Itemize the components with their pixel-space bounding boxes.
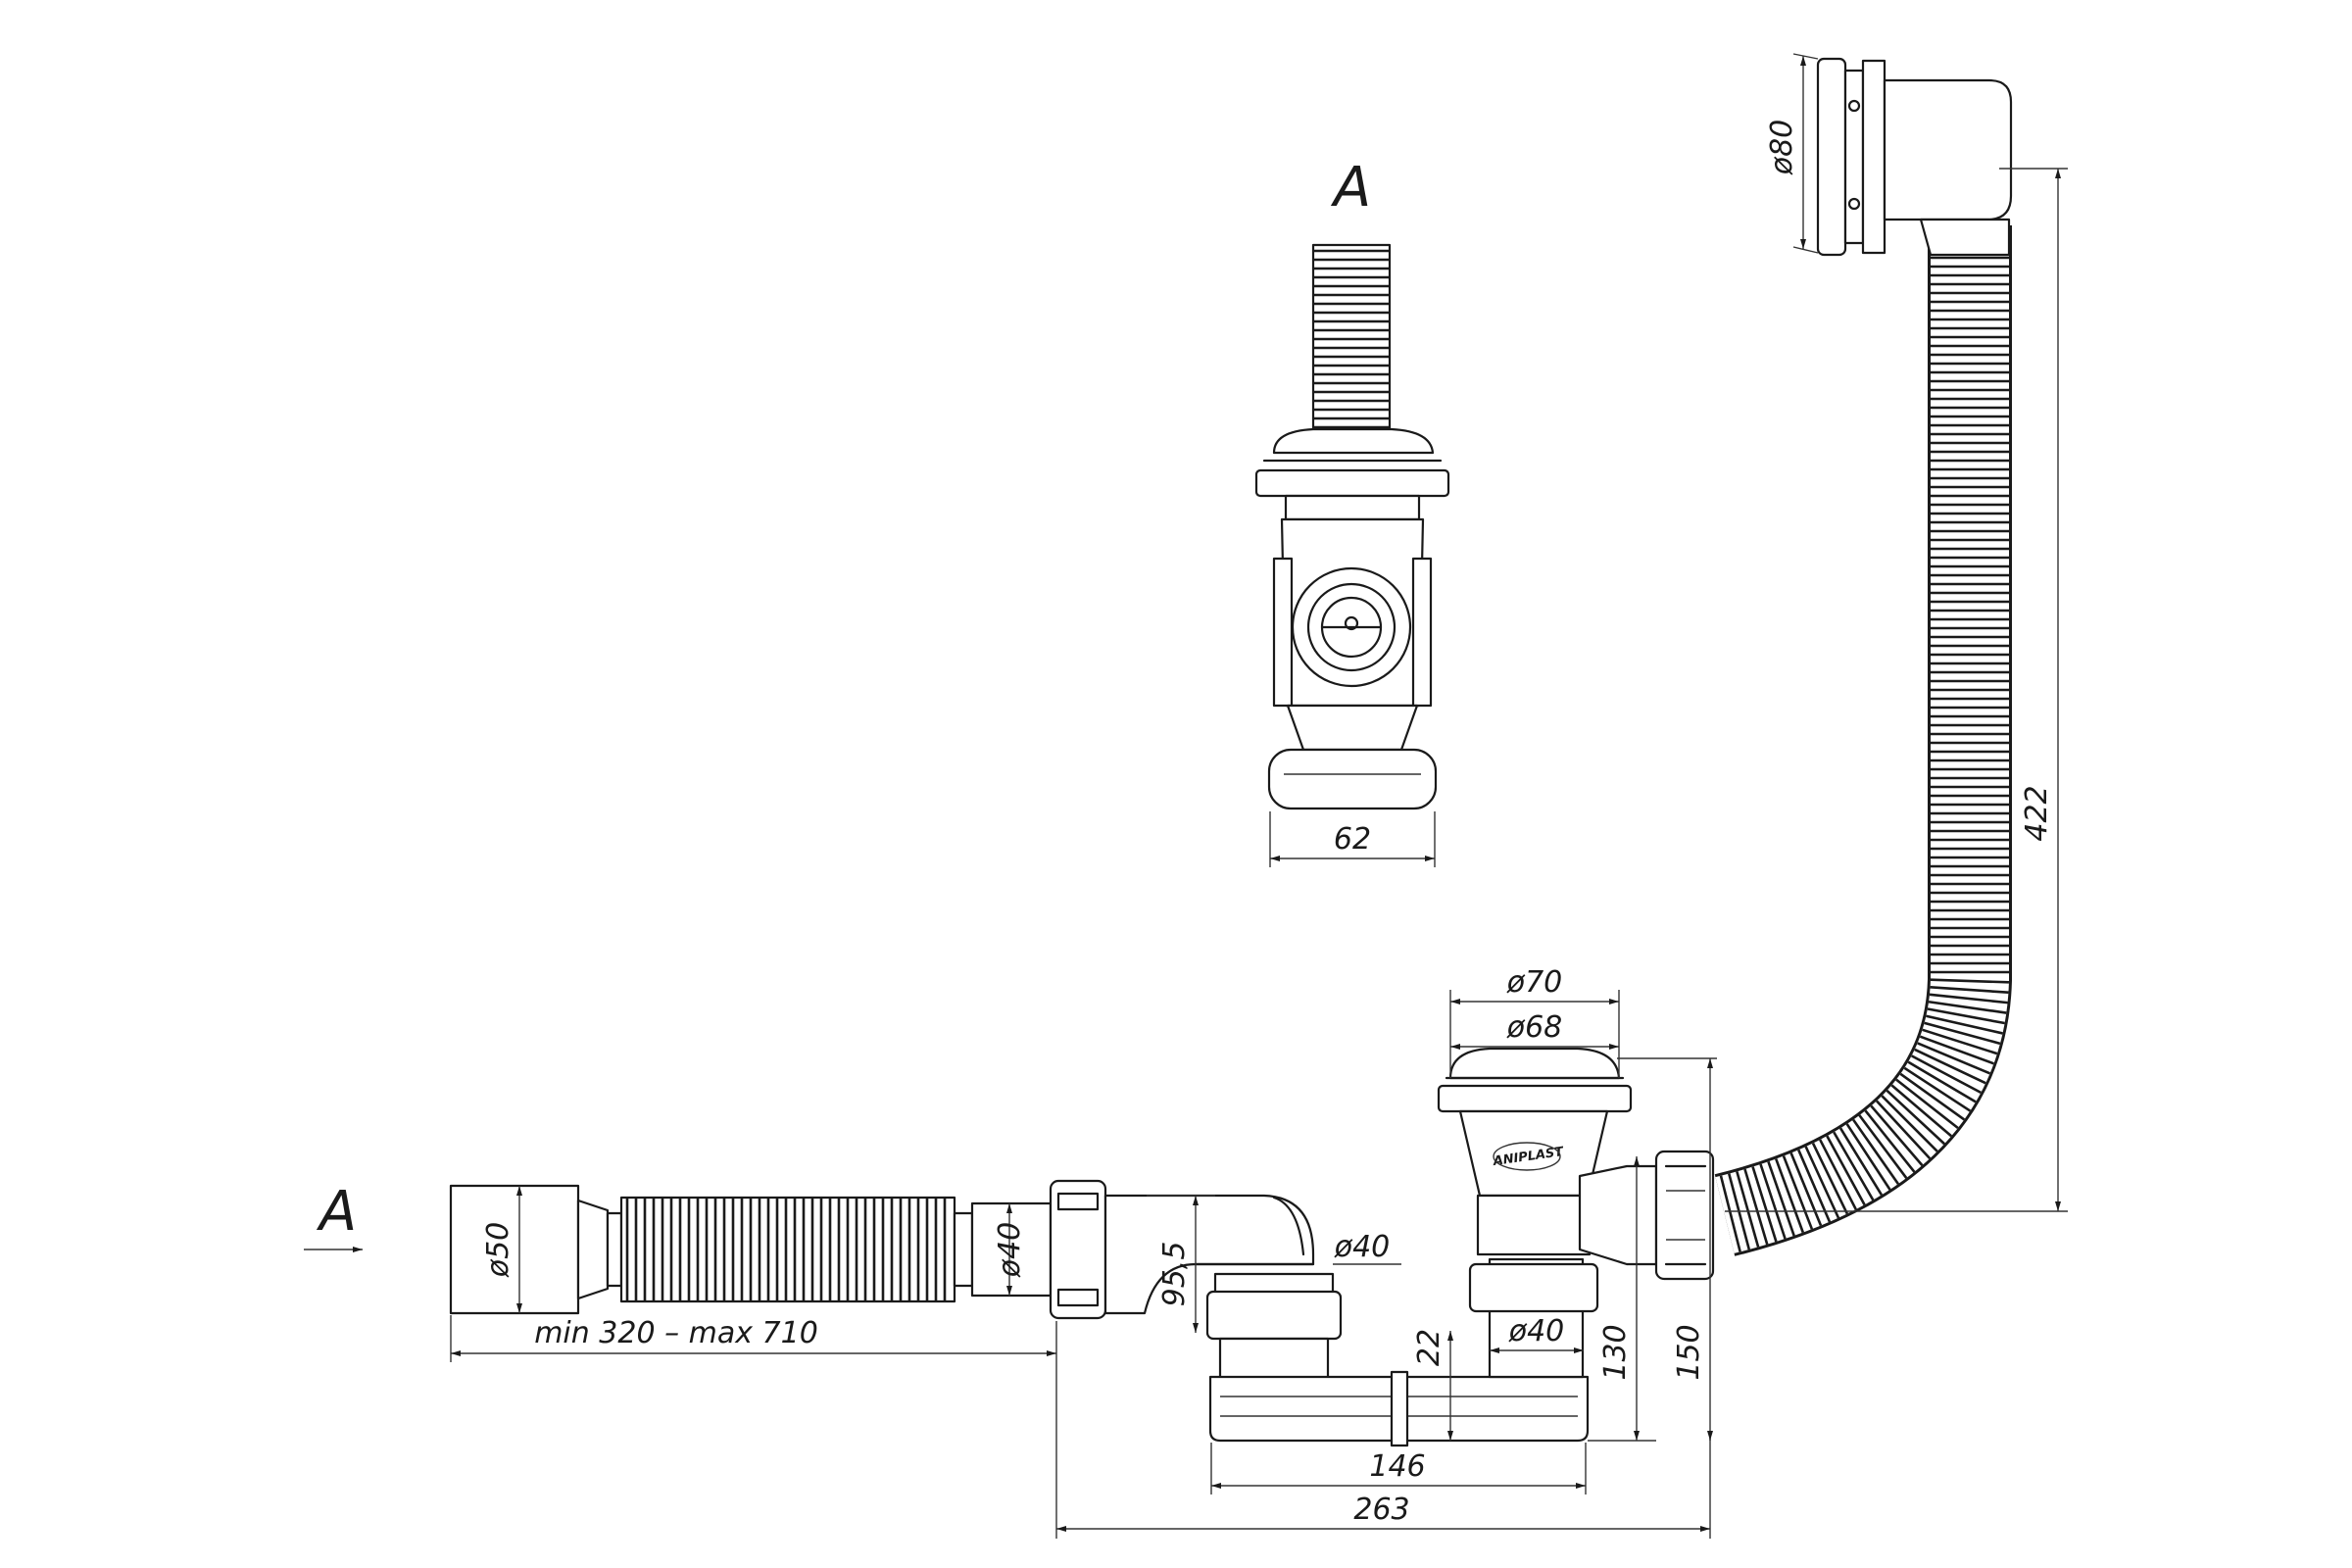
dim-d40-bottom-label: ø40 — [1508, 1314, 1565, 1348]
dim-d40-top-label: ø40 — [1334, 1230, 1391, 1264]
hose-rib — [1924, 1021, 2001, 1046]
dim-150-label: 150 — [1672, 1324, 1706, 1380]
hose-rib — [1819, 1139, 1857, 1210]
hose-rib — [1826, 1135, 1866, 1206]
dim-d70-label: ø70 — [1506, 965, 1563, 1000]
view-a-drawing: 62 — [1254, 243, 1450, 867]
dim-d80-label: ø80 — [1765, 120, 1799, 176]
hose-rib — [1838, 1127, 1884, 1196]
hose-rib — [1775, 1158, 1805, 1234]
hose-rib — [1895, 1078, 1959, 1130]
hose-rib — [1890, 1084, 1952, 1138]
hose-rib — [1852, 1118, 1900, 1185]
siphon-trap: ø40 ø40 95,5 22 146 263 — [1055, 1195, 1711, 1539]
hose-rib — [1875, 1100, 1932, 1160]
hose-rib — [1927, 1007, 2005, 1025]
hose-rib — [1914, 1048, 1986, 1085]
hose-rib — [1903, 1066, 1972, 1112]
hose-rib — [1736, 1171, 1760, 1248]
hose-rib — [1917, 1042, 1991, 1075]
hose-rib — [1845, 1123, 1891, 1191]
dim-263-label: 263 — [1353, 1493, 1409, 1527]
hose-rib — [1858, 1114, 1908, 1179]
outlet-pipe-assembly: A ø50 ø40 min 320 – max 710 — [304, 1179, 1315, 1362]
hose-rib — [1870, 1104, 1924, 1166]
hose-rib — [1919, 1035, 1994, 1065]
dim-62-label: 62 — [1334, 822, 1371, 857]
hose-rib — [1743, 1168, 1769, 1246]
dim-d50-label: ø50 — [481, 1222, 515, 1279]
dim-422-label: 422 — [2020, 785, 2054, 841]
dim-146-label: 146 — [1369, 1449, 1425, 1484]
view-title: A — [1331, 156, 1371, 220]
dim-length-label: min 320 – max 710 — [534, 1316, 818, 1350]
hose-rib — [1767, 1160, 1795, 1237]
drain-valve: ANIPLAST ø70 ø68 130 150 — [1437, 965, 1717, 1442]
dim-d40-pipe-label: ø40 — [993, 1222, 1027, 1279]
hose-rib — [1911, 1054, 1982, 1095]
hose-rib — [1797, 1149, 1832, 1223]
hose-rib — [1751, 1166, 1778, 1243]
hose-rib — [1930, 985, 2009, 995]
hose-rib — [1926, 1014, 2003, 1035]
hose-rib — [1886, 1089, 1945, 1146]
hose-rib — [1804, 1146, 1840, 1219]
hose-rib — [1811, 1142, 1849, 1215]
hose-rib — [1833, 1131, 1875, 1201]
hose-rib — [1864, 1109, 1916, 1173]
hose-rib — [1928, 1000, 2007, 1014]
hose-rib — [1782, 1155, 1814, 1230]
overflow-assembly: ø80 422 — [1714, 53, 2068, 1256]
dim-95-label: 95,5 — [1157, 1242, 1192, 1307]
hose-rib — [1929, 993, 2008, 1004]
hose-rib — [1899, 1072, 1966, 1121]
view-a-hose — [1311, 243, 1392, 433]
hose-rib — [1719, 1175, 1741, 1252]
dim-d68-label: ø68 — [1506, 1010, 1563, 1045]
dim-22-label: 22 — [1412, 1329, 1446, 1366]
hose-rib — [1789, 1152, 1823, 1227]
hose-rib — [1930, 978, 2009, 984]
view-marker: A — [317, 1180, 357, 1244]
hose-rib — [1759, 1163, 1787, 1240]
hose-rib — [1922, 1028, 1998, 1055]
hose-rib — [1907, 1060, 1977, 1103]
dim-130-label: 130 — [1598, 1324, 1633, 1380]
hose-rib — [1881, 1095, 1938, 1152]
